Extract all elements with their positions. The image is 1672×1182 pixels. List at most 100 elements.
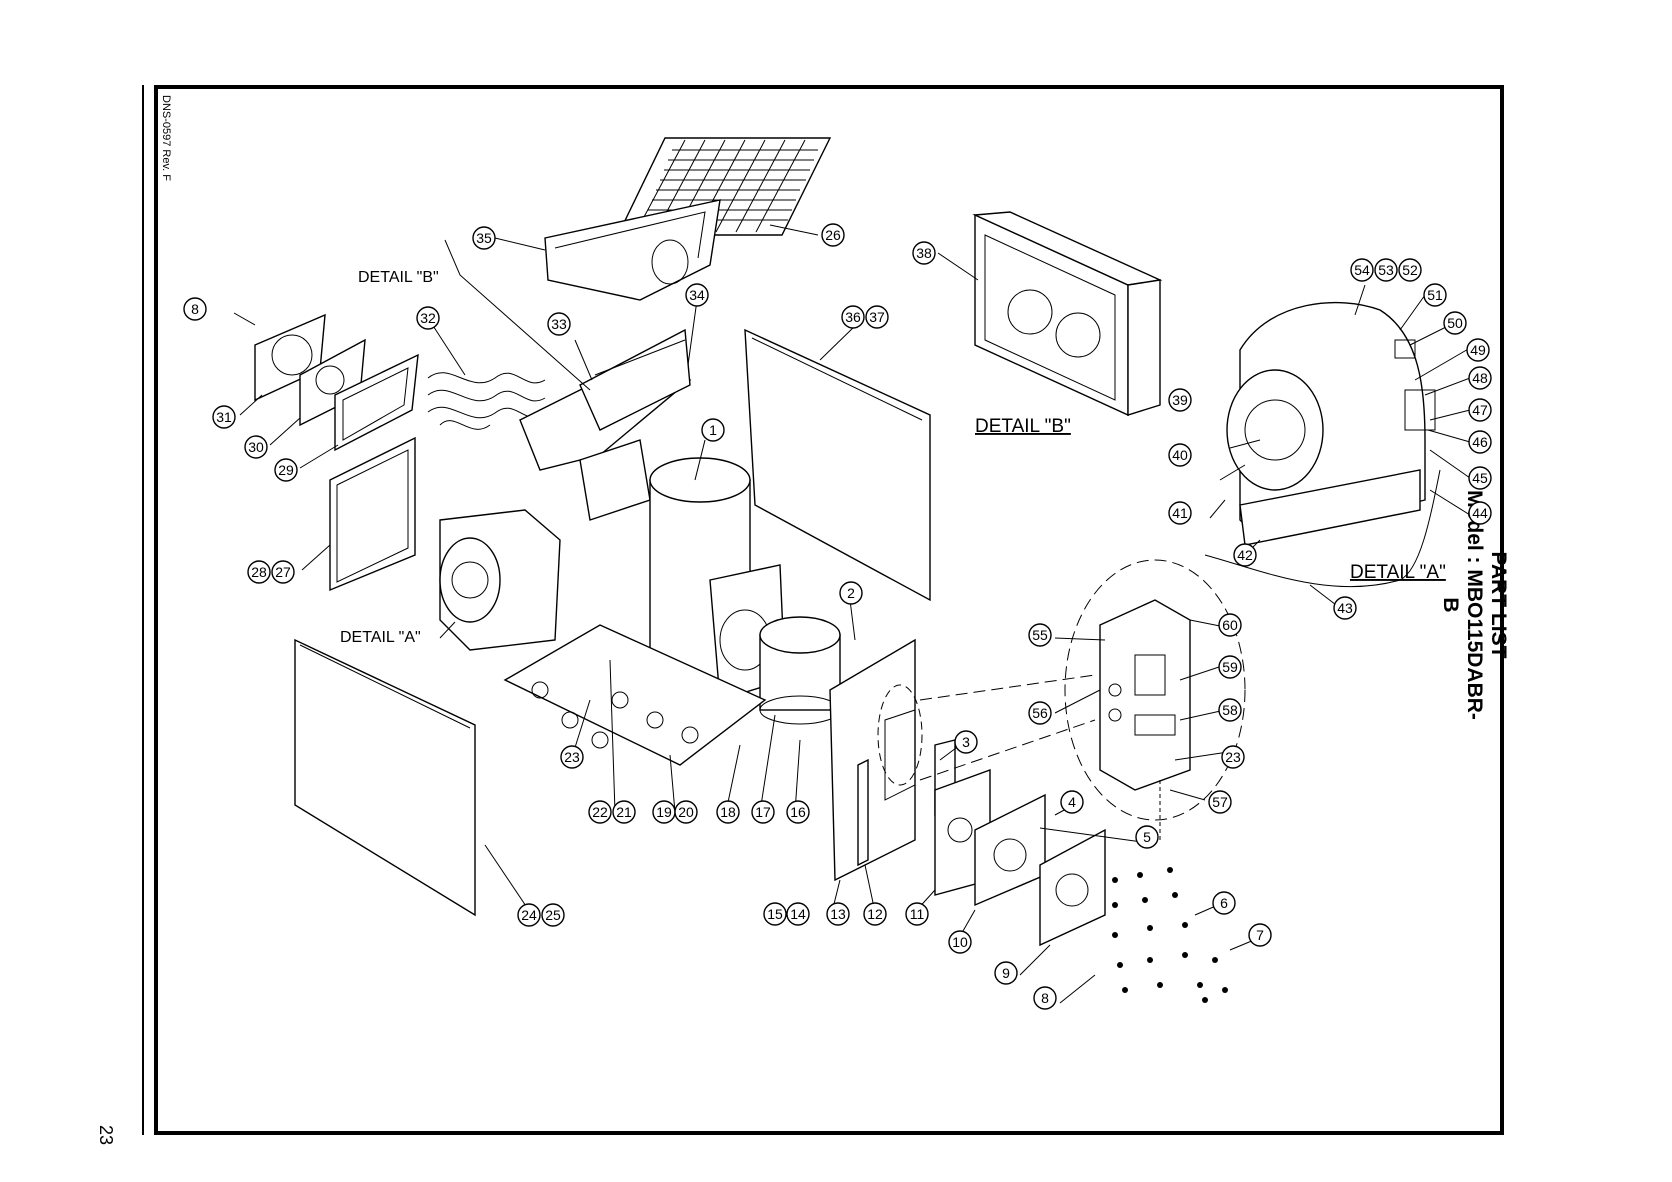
balloon: 57	[1208, 790, 1232, 814]
svg-text:25: 25	[545, 907, 561, 923]
balloon: 3	[954, 730, 978, 754]
detail-labels: DETAIL "B" DETAIL "A" DETAIL "B" DETAIL …	[340, 269, 1446, 646]
balloon: 34	[685, 283, 709, 307]
svg-text:43: 43	[1337, 600, 1353, 616]
balloon: 4	[1060, 790, 1084, 814]
rear-side-panel	[744, 328, 931, 602]
control-side-panel	[829, 638, 916, 882]
part-balloons: 1 2 3 4 5 6 7 8 8 9 10 11 12 13 15 14 16…	[183, 223, 1492, 1010]
svg-text:48: 48	[1472, 370, 1488, 386]
bracket	[857, 758, 869, 867]
balloon: 6	[1212, 891, 1236, 915]
svg-text:35: 35	[476, 230, 492, 246]
svg-text:39: 39	[1172, 392, 1188, 408]
balloon: 52	[1398, 258, 1422, 282]
balloon: 32	[416, 306, 440, 330]
balloon: 41	[1168, 501, 1192, 525]
balloon: 7	[1248, 923, 1272, 947]
svg-text:19: 19	[656, 804, 672, 820]
balloon: 33	[547, 312, 571, 336]
balloon: 37	[865, 305, 889, 329]
svg-text:1: 1	[709, 422, 717, 438]
balloon: 15	[763, 902, 787, 926]
balloon: 23	[1221, 745, 1245, 769]
balloon: 43	[1333, 596, 1357, 620]
svg-text:51: 51	[1427, 287, 1443, 303]
balloon: 42	[1233, 543, 1257, 567]
detail-a-callout: DETAIL "A"	[340, 629, 421, 646]
balloon: 1	[701, 418, 725, 442]
svg-text:46: 46	[1472, 434, 1488, 450]
base-pan	[503, 624, 767, 766]
balloon: 9	[994, 961, 1018, 985]
svg-text:29: 29	[278, 462, 294, 478]
margin-line	[142, 85, 144, 1135]
svg-text:33: 33	[551, 316, 567, 332]
svg-text:54: 54	[1354, 262, 1370, 278]
balloon: 13	[826, 902, 850, 926]
svg-text:40: 40	[1172, 447, 1188, 463]
balloon: 8	[1033, 986, 1057, 1010]
svg-text:57: 57	[1212, 794, 1228, 810]
balloon: 54	[1350, 258, 1374, 282]
svg-text:30: 30	[248, 439, 264, 455]
svg-text:58: 58	[1222, 702, 1238, 718]
svg-text:9: 9	[1002, 965, 1010, 981]
balloon: 30	[244, 435, 268, 459]
svg-text:26: 26	[825, 227, 841, 243]
svg-text:37: 37	[869, 309, 885, 325]
svg-text:55: 55	[1032, 627, 1048, 643]
side-covers	[254, 313, 419, 592]
balloon: 48	[1468, 366, 1492, 390]
balloon: 25	[541, 903, 565, 927]
svg-text:17: 17	[755, 804, 771, 820]
svg-text:42: 42	[1237, 547, 1253, 563]
balloon: 46	[1468, 430, 1492, 454]
svg-text:20: 20	[678, 804, 694, 820]
control-box-detail	[877, 559, 1246, 840]
balloon: 56	[1028, 701, 1052, 725]
burner-tube	[519, 328, 692, 521]
svg-text:27: 27	[275, 564, 291, 580]
leader-lines	[233, 224, 1471, 1004]
svg-text:3: 3	[962, 734, 970, 750]
svg-text:16: 16	[790, 804, 806, 820]
balloon: 21	[612, 800, 636, 824]
svg-text:24: 24	[521, 907, 537, 923]
svg-text:7: 7	[1256, 927, 1264, 943]
svg-text:15: 15	[767, 906, 783, 922]
svg-text:32: 32	[420, 310, 436, 326]
balloon: 23	[560, 745, 584, 769]
svg-text:8: 8	[191, 301, 199, 317]
balloon: 50	[1443, 311, 1467, 335]
svg-text:13: 13	[830, 906, 846, 922]
balloon: 47	[1468, 398, 1492, 422]
svg-text:38: 38	[916, 245, 932, 261]
detail-a-title: DETAIL "A"	[1350, 562, 1446, 583]
svg-text:60: 60	[1222, 617, 1238, 633]
balloon: 49	[1466, 338, 1490, 362]
balloon: 20	[674, 800, 698, 824]
balloon: 31	[212, 405, 236, 429]
svg-text:49: 49	[1470, 342, 1486, 358]
balloon: 58	[1218, 698, 1242, 722]
access-plates	[934, 739, 1106, 947]
balloon: 35	[472, 226, 496, 250]
svg-text:28: 28	[251, 564, 267, 580]
fasteners	[1112, 867, 1228, 1003]
balloon: 11	[905, 902, 929, 926]
balloon: 60	[1218, 613, 1242, 637]
balloon: 59	[1218, 655, 1242, 679]
balloon: 5	[1135, 825, 1159, 849]
svg-text:5: 5	[1143, 829, 1151, 845]
svg-text:44: 44	[1472, 505, 1488, 521]
svg-text:14: 14	[790, 906, 806, 922]
svg-text:23: 23	[1225, 749, 1241, 765]
balloon: 36	[841, 305, 865, 329]
combustion-cylinder	[759, 616, 841, 725]
balloon: 40	[1168, 443, 1192, 467]
svg-text:53: 53	[1378, 262, 1394, 278]
svg-text:34: 34	[689, 287, 705, 303]
balloon: 2	[839, 581, 863, 605]
